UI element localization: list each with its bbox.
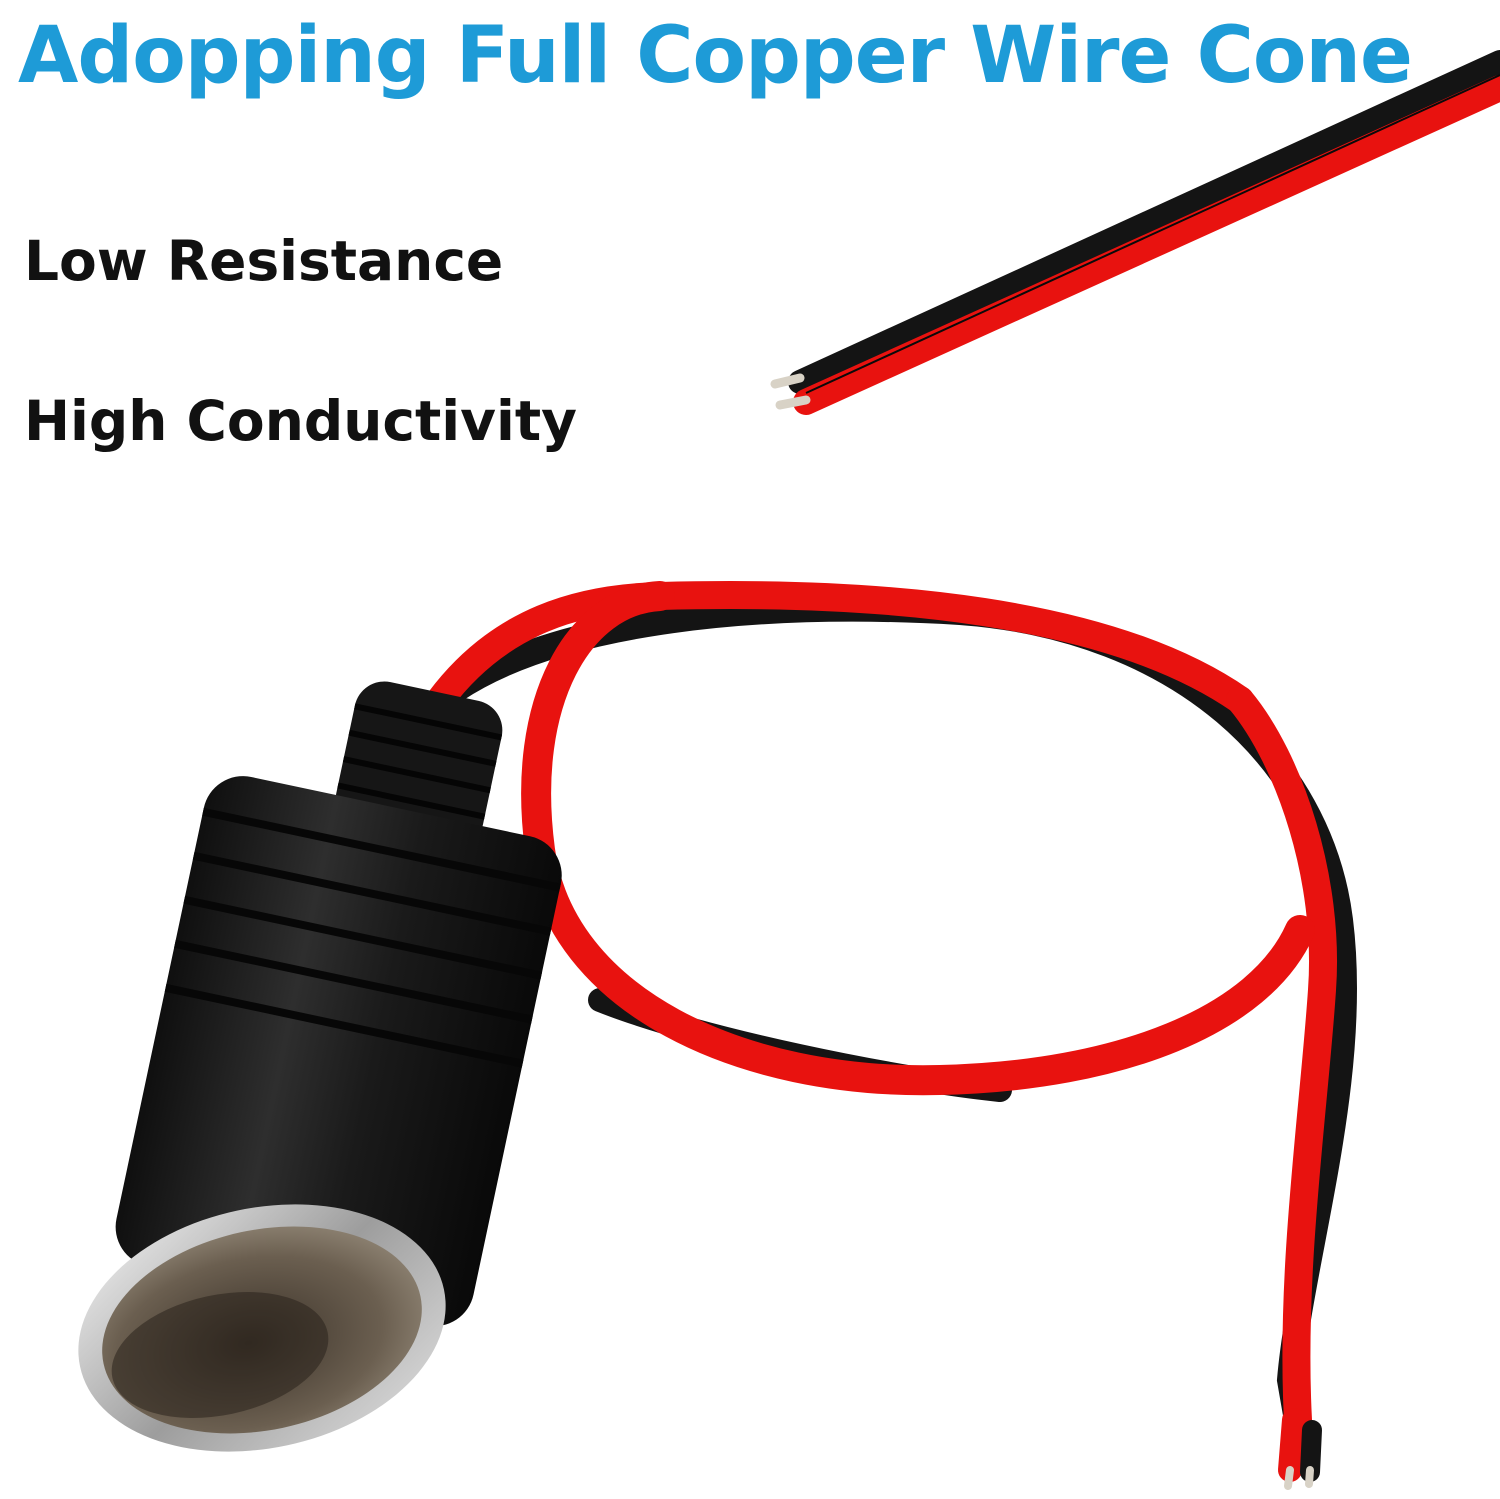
headline: Adopping Full Copper Wire Cone [18,11,1413,101]
cigarette-lighter-socket-icon [78,681,562,1452]
feature-low-resistance: Low Resistance [24,229,504,293]
two-core-wire-icon [770,50,1500,415]
feature-high-conductivity: High Conductivity [24,389,577,453]
red-wire [426,581,1337,1490]
